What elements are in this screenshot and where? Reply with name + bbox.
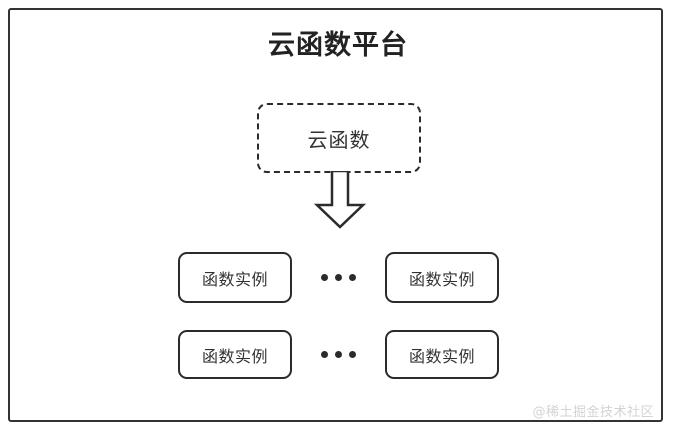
- watermark: @稀土掘金技术社区: [532, 405, 654, 420]
- function-instance-label: 函数实例: [201, 346, 268, 366]
- ellipsis-icon: [292, 252, 385, 303]
- ellipsis-dot: [335, 274, 342, 281]
- ellipsis-dot: [349, 274, 356, 281]
- function-instance-box: 函数实例: [385, 252, 499, 303]
- cloud-function-label: 云函数: [307, 127, 371, 152]
- instance-row-1: 函数实例 函数实例: [178, 252, 500, 303]
- instance-row-2: 函数实例 函数实例: [178, 330, 500, 379]
- function-instance-label: 函数实例: [408, 346, 475, 366]
- ellipsis-dot: [321, 351, 328, 358]
- ellipsis-dot: [321, 274, 328, 281]
- down-arrow-icon: [314, 171, 366, 229]
- function-instance-label: 函数实例: [201, 269, 268, 289]
- page-title: 云函数平台: [268, 30, 408, 61]
- function-instance-box: 函数实例: [178, 330, 292, 379]
- function-instance-label: 函数实例: [408, 269, 475, 289]
- ellipsis-dot: [335, 351, 342, 358]
- ellipsis-icon: [292, 330, 385, 379]
- cloud-function-node: 云函数: [257, 103, 421, 173]
- function-instance-box: 函数实例: [385, 330, 499, 379]
- ellipsis-dot: [349, 351, 356, 358]
- function-instance-box: 函数实例: [178, 252, 292, 303]
